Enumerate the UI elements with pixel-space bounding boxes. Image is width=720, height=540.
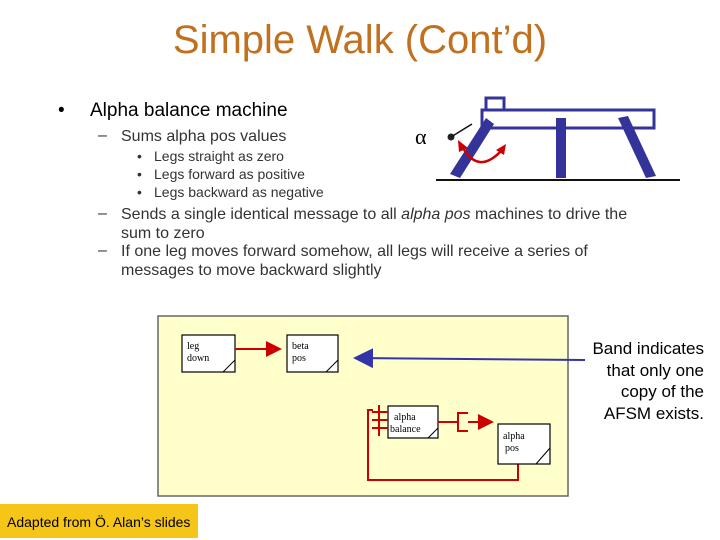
bullet-dot: • — [137, 184, 142, 200]
arc-arrowhead-left — [458, 140, 468, 152]
swing-arc — [460, 145, 503, 164]
arc-arrowhead-right — [496, 144, 506, 155]
alpha-pointer — [450, 123, 473, 138]
robot-body — [480, 108, 656, 130]
subbullet-text: Sums alpha pos values — [121, 128, 287, 145]
subsub-text: Legs forward as positive — [154, 166, 305, 182]
beta-pos-label-1: beta — [292, 341, 309, 352]
alpha-pos-label-2: pos — [505, 443, 519, 454]
band-note: Band indicates that only one copy of the… — [592, 339, 704, 423]
robot-leg-straight — [556, 118, 566, 178]
text-italic: alpha pos — [401, 206, 471, 223]
text-part: sum to zero — [121, 225, 205, 242]
alpha-balance-label-2: balance — [390, 424, 421, 435]
leg-down-box — [181, 334, 236, 373]
robot-leg-forward — [450, 118, 494, 178]
robot-leg-backward — [618, 116, 656, 178]
band-pointer-arrow — [353, 348, 586, 369]
leg-down-label-1: leg — [187, 341, 199, 352]
text-part: If one leg moves forward somehow, all le… — [121, 243, 588, 260]
text-part: machines to drive the — [475, 206, 628, 223]
box-corner — [325, 359, 339, 373]
box-corner — [535, 447, 551, 465]
slide-title: Simple Walk (Cont’d) — [172, 18, 548, 62]
box-corner — [222, 359, 236, 373]
dash: – — [98, 205, 107, 222]
footer-credit: Adapted from Ö. Alan’s slides — [0, 504, 198, 538]
bullet-dot: • — [137, 166, 142, 182]
subsub-text: Legs straight as zero — [154, 148, 284, 164]
bullet-dot: • — [58, 100, 65, 121]
alpha-pos-label-1: alpha — [503, 431, 525, 442]
feedback-loop — [367, 409, 519, 481]
box-corner — [427, 427, 439, 439]
dash: – — [98, 242, 107, 259]
beta-pos-label-2: pos — [292, 353, 306, 364]
bullet-dot: • — [137, 148, 142, 164]
beta-pos-box — [286, 334, 339, 373]
text-part: Sends a single identical message to all — [121, 206, 397, 223]
footer-text: Adapted from Ö. Alan’s slides — [7, 514, 191, 530]
alpha-symbol: α — [415, 124, 427, 149]
dash: – — [98, 127, 107, 144]
subbullet-text: Sends a single identical message to all … — [121, 205, 627, 243]
alpha-balance-label-1: alpha — [394, 412, 416, 423]
subbullet-text: If one leg moves forward somehow, all le… — [121, 242, 588, 280]
subsub-text: Legs backward as negative — [154, 184, 324, 200]
bullet-text: Alpha balance machine — [90, 100, 288, 121]
leg-down-label-2: down — [187, 353, 209, 364]
text-part: messages to move backward slightly — [121, 262, 382, 279]
